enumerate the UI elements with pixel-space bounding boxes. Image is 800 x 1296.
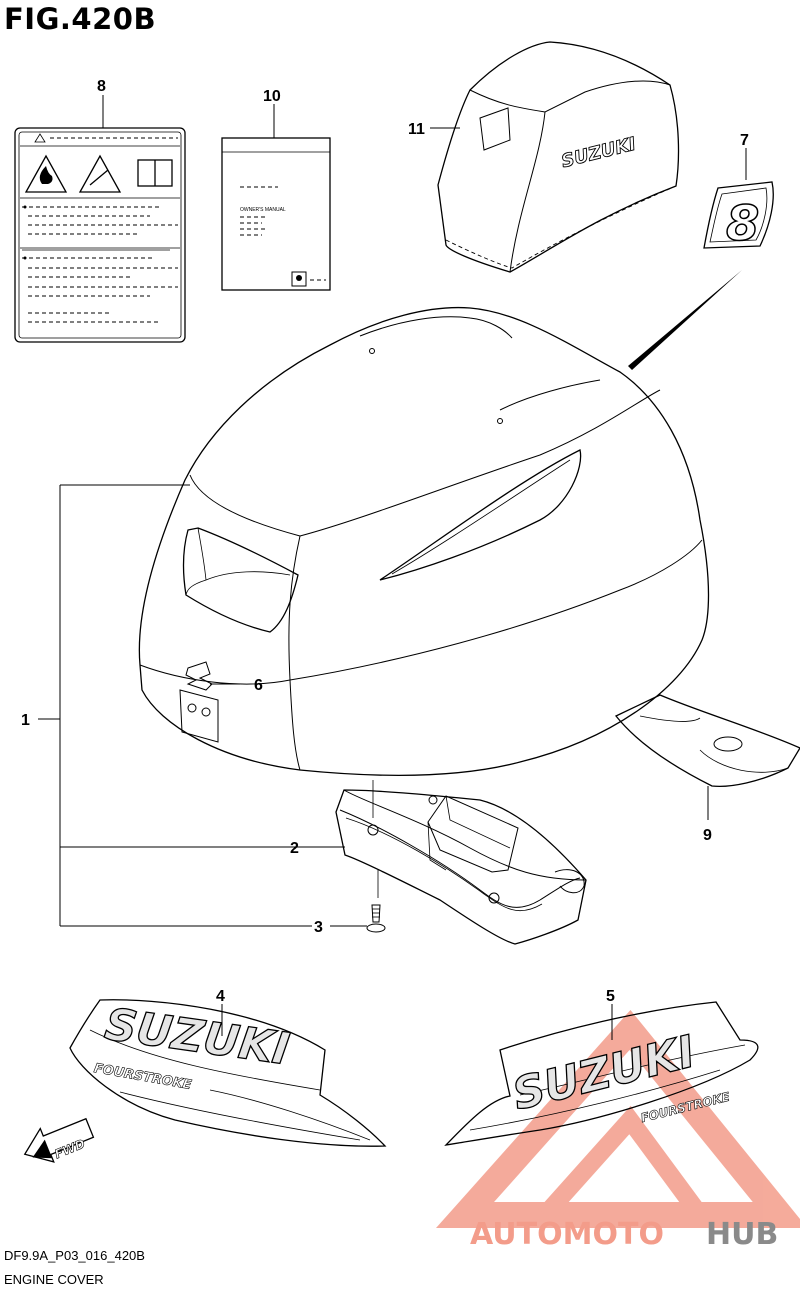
- engine-cover-part: [138, 306, 710, 776]
- watermark-text-secondary: HUB: [706, 1217, 778, 1252]
- callout-1: 1: [21, 712, 30, 729]
- model-number-text: 8: [726, 196, 759, 252]
- callout-3: 3: [314, 919, 323, 936]
- cover-bag-part: SUZUKI: [437, 41, 680, 273]
- watermark-text-primary: AUTOMOTO: [470, 1217, 664, 1252]
- callout-4: 4: [216, 988, 225, 1005]
- warning-label-part: [14, 127, 186, 343]
- callout-9: 9: [703, 827, 712, 844]
- left-side-decal-part: [69, 999, 387, 1147]
- callout-5: 5: [606, 988, 615, 1005]
- spark-warning-icon: [78, 154, 122, 193]
- callout-10: 10: [263, 88, 281, 105]
- suzuki-emblem-part: [185, 661, 240, 691]
- callout-8: 8: [97, 78, 106, 95]
- fwd-arrow-icon: [23, 1117, 95, 1163]
- callout-7: 7: [740, 132, 749, 149]
- fire-warning-icon: [24, 154, 68, 193]
- bag-brand-text: SUZUKI: [559, 133, 638, 172]
- seal-pouch-part: [614, 694, 800, 788]
- tray-part: [335, 780, 587, 945]
- figure-caption: ENGINE COVER: [4, 1272, 104, 1287]
- pointer-wedge: [628, 270, 742, 370]
- callout-11: 11: [408, 121, 425, 138]
- watermark-logo: [435, 1009, 800, 1228]
- model-number-decal: [703, 181, 774, 249]
- owners-manual-part: [221, 137, 331, 291]
- screw-part: [366, 904, 386, 933]
- manual-cover-text: OWNER'S MANUAL: [240, 207, 286, 213]
- callout-2: 2: [290, 840, 299, 857]
- leader-lines: [38, 95, 747, 1040]
- figure-title: FIG.420B: [4, 2, 157, 36]
- left-decal-brand: SUZUKI: [102, 999, 293, 1075]
- right-side-decal-part: [444, 1001, 759, 1146]
- drawing-code: DF9.9A_P03_016_420B: [4, 1248, 145, 1263]
- callout-6: 6: [254, 677, 263, 694]
